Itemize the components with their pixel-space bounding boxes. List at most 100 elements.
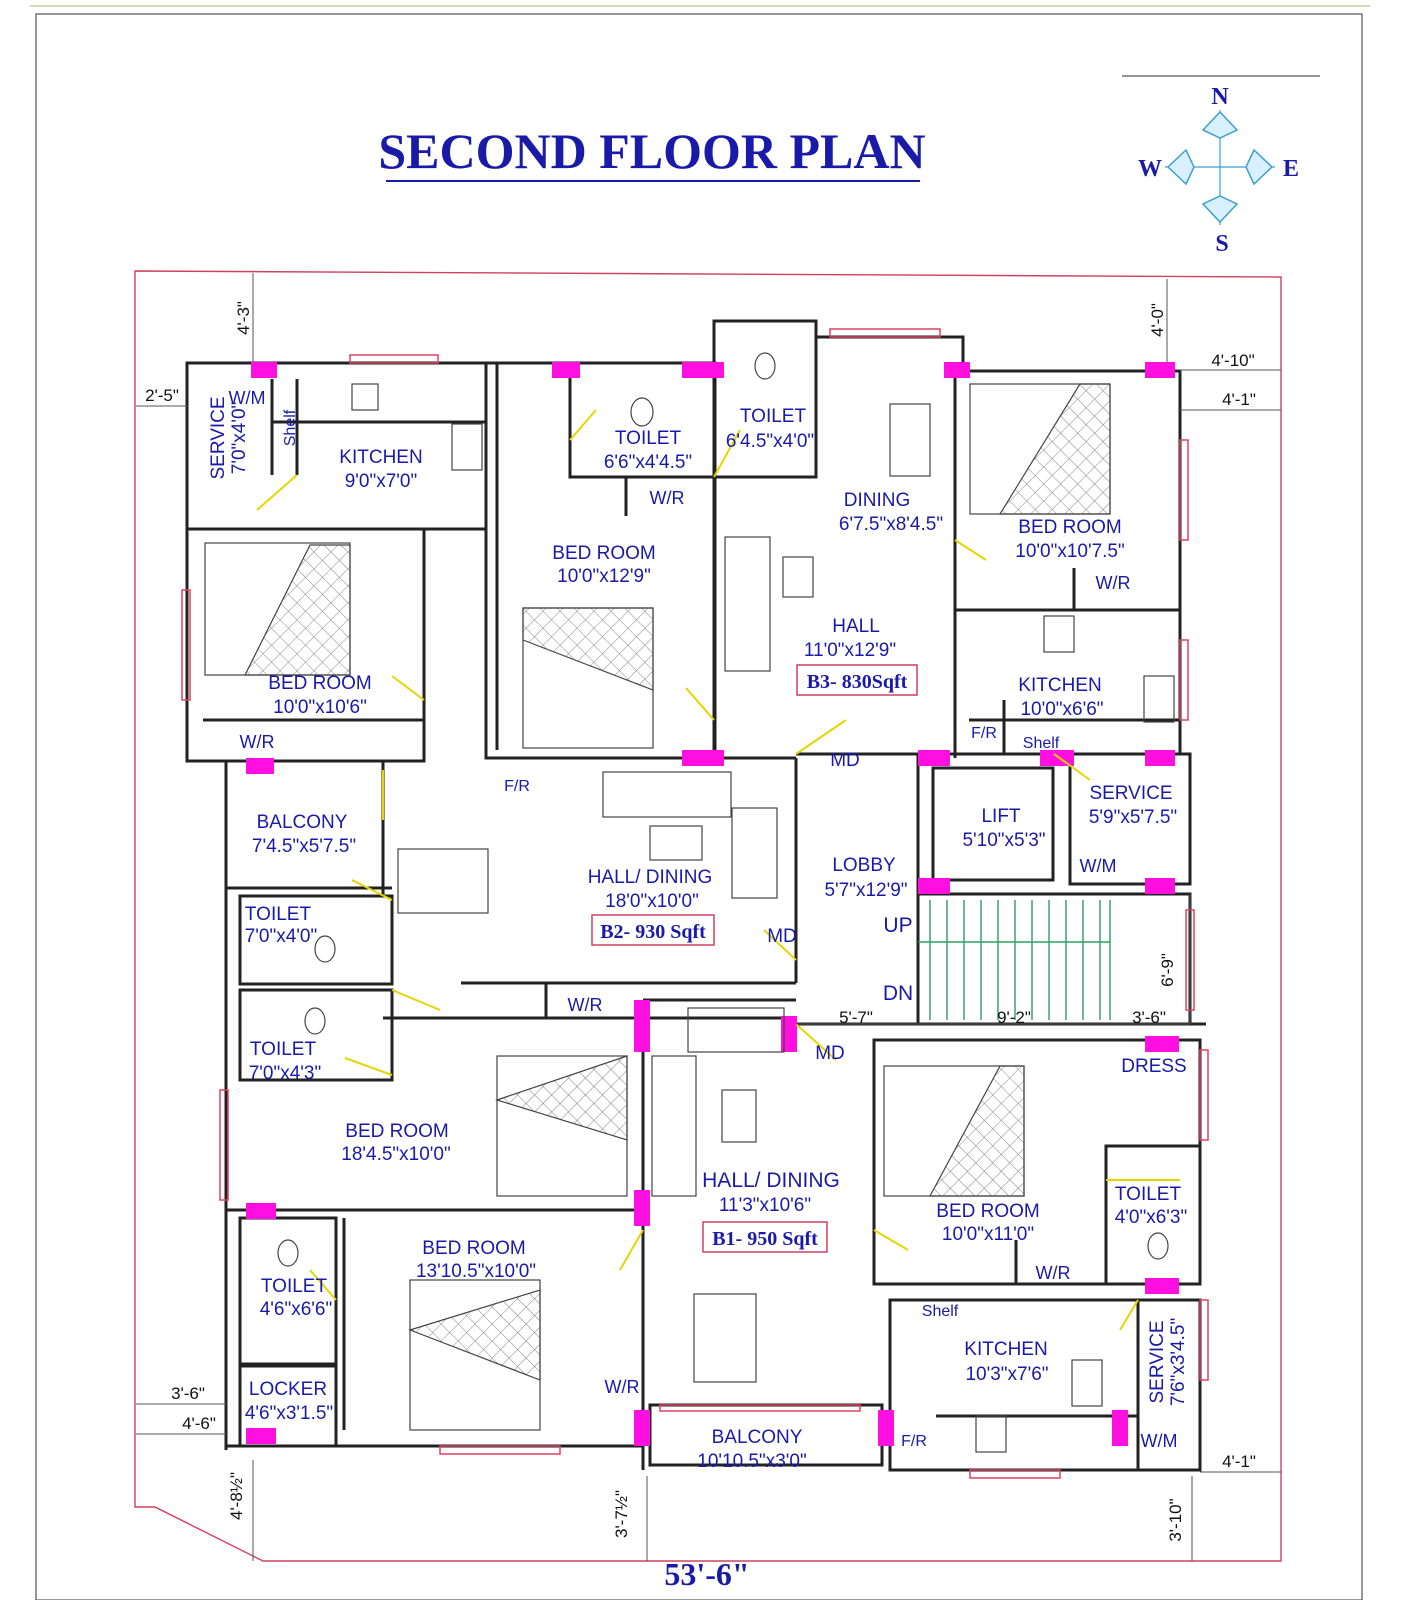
unit-area-b1: B1- 950 Sqft (712, 1228, 818, 1250)
kitchen-label-top-left: KITCHEN (339, 447, 422, 468)
bed-room-label-mid-left: BED ROOM (345, 1121, 448, 1142)
furniture (204, 352, 1175, 1453)
service-label-bottom-right: SERVICE (1147, 1320, 1168, 1403)
dim-lobby-width: 5'-7" (839, 1008, 873, 1027)
hall-dining-dim-b1: 11'3"x10'6" (719, 1195, 811, 1216)
hall-dining-label-b2: HALL/ DINING (588, 867, 713, 888)
hall-dining-label-b1: HALL/ DINING (702, 1169, 840, 1192)
toilet-label-left-2: TOILET (250, 1039, 317, 1060)
plan-title: SECOND FLOOR PLAN (378, 123, 925, 179)
dress-label: DRESS (1121, 1056, 1186, 1077)
dim-left-top: 2'-5" (145, 386, 179, 405)
toilet-dim-top-2: 6'4.5"x4'0" (726, 431, 814, 452)
compass-west-label: W (1138, 156, 1162, 182)
fr-label-mid: F/R (504, 778, 530, 795)
bed-room-dim-bottom-right: 10'0"x11'0" (942, 1224, 1034, 1245)
dim-right-top-1: 4'-10" (1211, 351, 1254, 370)
service-dim-bottom-right: 7'6"x3'4.5" (1168, 1318, 1189, 1406)
lift-dim: 5'10"x5'3" (962, 830, 1045, 851)
dining-dim-b3: 6'7.5"x8'4.5" (839, 514, 943, 535)
balcony-label-bottom: BALCONY (712, 1427, 803, 1448)
md-label-mid: MD (767, 926, 797, 947)
windows (181, 328, 1209, 1479)
dim-left-bottom-2: 4'-6" (182, 1414, 216, 1433)
kitchen-dim-right: 10'0"x6'6" (1020, 699, 1103, 720)
lobby-label: LOBBY (832, 855, 896, 876)
unit-area-b2: B2- 930 Sqft (600, 921, 706, 943)
dim-bottom-right-vertical: 3'-10" (1166, 1498, 1185, 1541)
dim-right-top-2: 4'-1" (1222, 390, 1256, 409)
dim-total-width: 53'-6" (664, 1556, 749, 1592)
plot-boundary (134, 270, 1282, 1562)
bed-room-label-top: BED ROOM (552, 543, 655, 564)
doors (256, 409, 1180, 1331)
unit-area-box-b1 (702, 1221, 828, 1253)
stair-down-label: DN (883, 982, 913, 1005)
stair-up-label: UP (883, 914, 912, 937)
balcony-dim-bottom: 10'10.5"x3'0" (697, 1451, 807, 1472)
bed-room-dim-top-right: 10'0"x10'7.5" (1015, 541, 1125, 562)
kitchen-label-bottom-right: KITCHEN (964, 1339, 1047, 1360)
dim-top-left-vertical: 4'-3" (234, 301, 253, 335)
kitchen-dim-bottom-right: 10'3"x7'6" (965, 1364, 1048, 1385)
toilet-label-bottom-left: TOILET (261, 1276, 328, 1297)
hall-dim-b3: 11'0"x12'9" (804, 640, 896, 661)
dim-right-bottom: 4'-1" (1222, 1452, 1256, 1471)
toilet-label-left-1: TOILET (245, 904, 312, 925)
unit-area-b3: B3- 830Sqft (807, 671, 908, 693)
shelf-label-right: Shelf (1023, 735, 1060, 752)
dim-top-right-vertical: 4'-0" (1148, 303, 1167, 337)
staircase (918, 900, 1111, 1020)
bed-room-label-bottom-right: BED ROOM (936, 1201, 1039, 1222)
wr-label-mid: W/R (568, 995, 603, 1015)
shelf-label-bottom-right: Shelf (922, 1303, 959, 1320)
wr-label-bottom-right: W/R (1036, 1263, 1071, 1283)
wm-label-bottom: W/M (1141, 1431, 1178, 1451)
balcony-dim-left: 7'4.5"x5'7.5" (252, 836, 356, 857)
fr-label-bottom: F/R (901, 1433, 927, 1450)
toilet-dim-top: 6'6"x4'4.5" (604, 452, 692, 473)
bed-room-label-bottom-left: BED ROOM (422, 1238, 525, 1259)
fr-label-right: F/R (971, 725, 997, 742)
hall-dining-dim-b2: 18'0"x10'0" (605, 891, 699, 912)
toilet-label-bottom-right: TOILET (1115, 1184, 1182, 1205)
toilet-label-top: TOILET (615, 428, 682, 449)
bed-room-dim-mid-left: 18'4.5"x10'0" (341, 1144, 451, 1165)
dimension-lines (136, 273, 1281, 1561)
dim-left-bottom-1: 3'-6" (171, 1384, 205, 1403)
locker-dim: 4'6"x3'1.5" (245, 1403, 333, 1424)
dim-stair-vertical: 6'-9" (1158, 953, 1177, 987)
wr-label-bottom-left: W/R (605, 1377, 640, 1397)
wr-label-left: W/R (240, 732, 275, 752)
toilet-label-top-2: TOILET (740, 406, 807, 427)
wm-label-top-left: W/M (229, 388, 266, 408)
md-label-top: MD (830, 750, 860, 771)
md-label-low: MD (815, 1043, 845, 1064)
bed-room-dim-top: 10'0"x12'9" (557, 566, 651, 587)
service-dim-top-left: 7'0"x4'0" (229, 402, 250, 475)
dim-right-stair: 3'-6" (1132, 1008, 1166, 1027)
dim-bottom-mid-vertical: 3'-7½" (612, 1490, 631, 1538)
dim-bottom-left-vertical: 4'-8½" (227, 1472, 246, 1520)
bed-room-label-left: BED ROOM (268, 673, 371, 694)
bed-room-label-top-right: BED ROOM (1018, 517, 1121, 538)
columns (246, 362, 1179, 1446)
unit-area-box-b3 (796, 664, 918, 696)
dining-label-b3: DINING (844, 490, 911, 511)
service-dim-right: 5'9"x5'7.5" (1089, 807, 1177, 828)
unit-area-box-b2 (591, 914, 715, 946)
toilet-dim-left-1: 7'0"x4'0" (245, 926, 318, 947)
service-label-right: SERVICE (1089, 783, 1172, 804)
wm-label-right: W/M (1080, 856, 1117, 876)
toilet-dim-left-2: 7'0"x4'3" (249, 1063, 322, 1084)
north-arrow-icon (1122, 75, 1320, 225)
dim-stair-width: 9'-2" (997, 1008, 1031, 1027)
kitchen-label-right: KITCHEN (1018, 675, 1101, 696)
lobby-dim: 5'7"x12'9" (824, 880, 907, 901)
shelf-label-top-left: Shelf (282, 409, 299, 446)
hall-label-b3: HALL (832, 616, 880, 637)
bed-room-dim-bottom-left: 13'10.5"x10'0" (416, 1261, 536, 1282)
toilet-dim-bottom-left: 4'6"x6'6" (260, 1299, 333, 1320)
compass-east-label: E (1283, 156, 1299, 182)
